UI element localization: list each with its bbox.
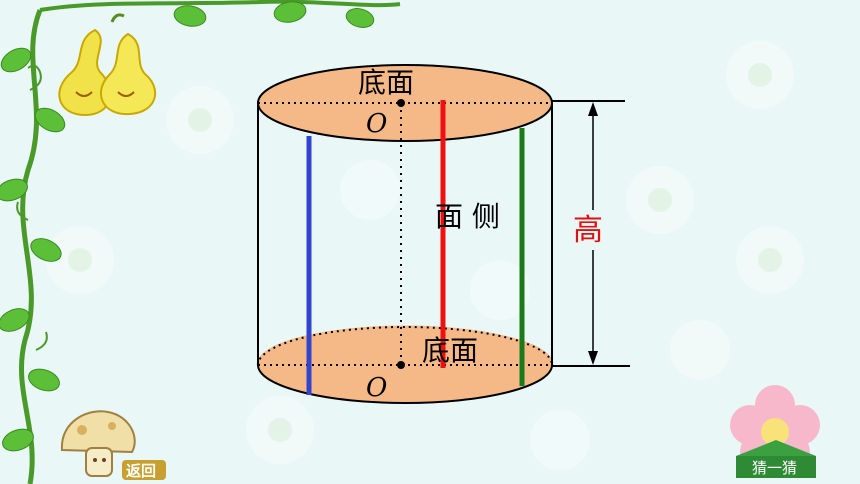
background-flowers	[46, 41, 804, 470]
cylinder-diagram: 底面 O 面 侧 高 底面 O	[256, 64, 630, 404]
back-button-label: 返回	[126, 462, 156, 480]
height-label: 高	[573, 213, 603, 248]
top-center-label: O	[366, 109, 387, 139]
mushroom-icon	[60, 410, 136, 477]
bottom-base-back-edge	[257, 326, 553, 366]
bottom-center-label: O	[366, 373, 387, 403]
top-center-point	[397, 99, 405, 107]
height-arrow-bottom	[588, 351, 598, 365]
vine-decoration	[0, 0, 401, 484]
arrow-up-icon	[736, 440, 816, 456]
height-arrow-top	[588, 102, 598, 116]
next-button-label: 猜一猜	[752, 459, 797, 477]
bottom-center-point	[397, 361, 405, 369]
back-button[interactable]: 返回	[60, 410, 166, 480]
gourd-icon	[58, 13, 156, 117]
next-button[interactable]: 猜一猜	[736, 440, 816, 478]
lateral-surface-label: 面 侧	[435, 200, 500, 233]
bottom-base-label: 底面	[422, 334, 478, 367]
top-base-label: 底面	[358, 66, 414, 99]
